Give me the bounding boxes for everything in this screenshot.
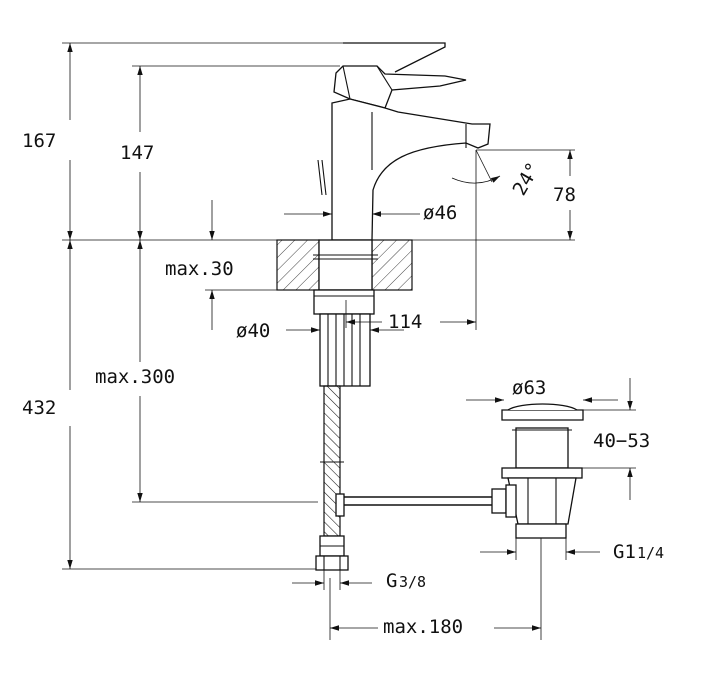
label-waste-thread: G1	[613, 541, 636, 563]
label-40-53: 40−53	[593, 430, 650, 452]
dimension-lines	[67, 43, 636, 631]
faucet-body	[317, 42, 491, 241]
label-167: 167	[22, 130, 56, 152]
waste-assembly	[491, 403, 584, 539]
supply-hose	[315, 385, 349, 571]
label-supply-thread-fraction: 3/8	[399, 573, 426, 591]
label-max-30: max.30	[165, 258, 234, 280]
label-waste-diameter: ø63	[512, 377, 546, 399]
label-147: 147	[120, 142, 154, 164]
label-max-300: max.300	[95, 366, 175, 388]
label-432: 432	[22, 397, 56, 419]
label-24-degrees: 24°	[509, 159, 545, 200]
pop-up-rod	[335, 493, 493, 517]
label-78: 78	[553, 184, 576, 206]
label-base-diameter: ø46	[423, 202, 457, 224]
label-waste-thread-fraction: 1/4	[637, 544, 664, 562]
label-shank-diameter: ø40	[236, 320, 270, 342]
shank-assembly	[313, 239, 378, 387]
label-supply-thread: G	[386, 570, 397, 592]
extension-lines	[62, 42, 575, 640]
label-max-180: max.180	[383, 616, 463, 638]
label-114: 114	[388, 311, 422, 333]
